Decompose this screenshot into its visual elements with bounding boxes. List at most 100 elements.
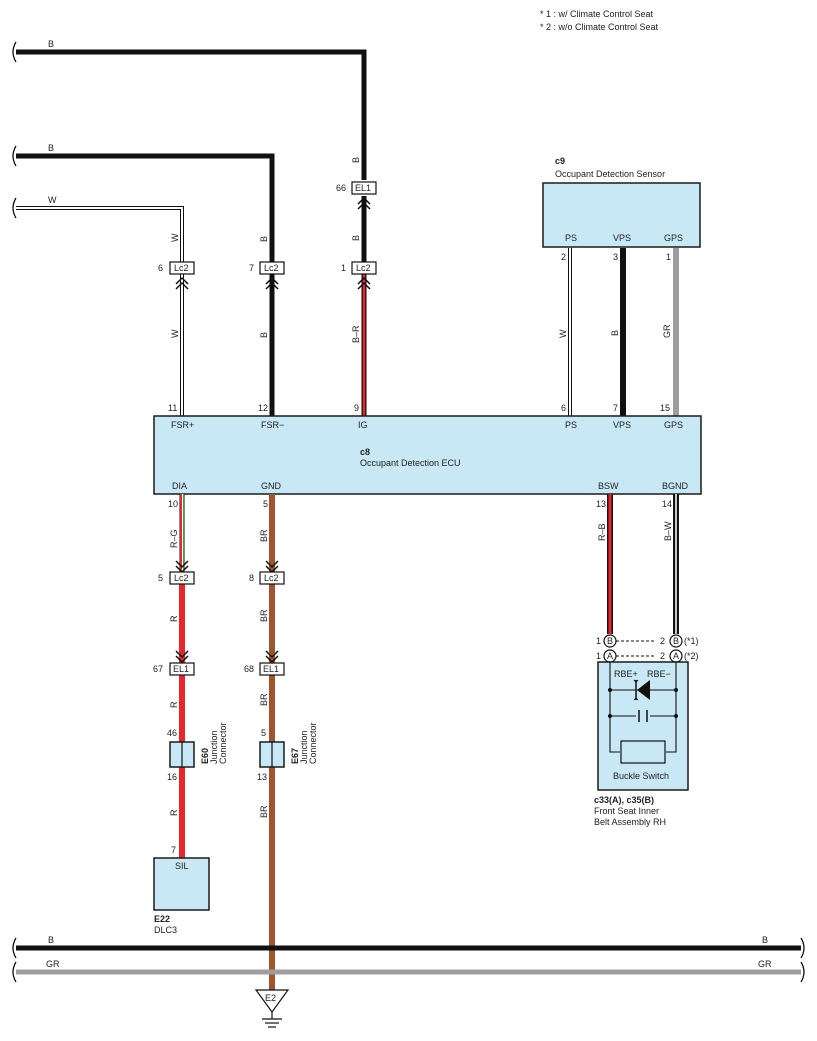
lc2-6-pin: 6	[158, 263, 163, 273]
bus-gr-bottom-left-label: GR	[46, 959, 60, 969]
bus-b-1-curl	[12, 41, 17, 63]
ecu-pin-bgnd-num: 14	[662, 499, 672, 509]
wire-label-dia-1: R–G	[169, 529, 179, 548]
bus-w-label: W	[48, 195, 57, 205]
bus-w-curl	[12, 197, 17, 219]
el1-66-pin: 66	[336, 183, 346, 193]
ecu-name: Occupant Detection ECU	[360, 458, 461, 468]
el1-66-label: EL1	[355, 183, 371, 193]
sensor-code: c9	[555, 156, 565, 166]
lc2-6-label: Lc2	[174, 263, 189, 273]
buckle-conn-b-right	[669, 634, 683, 648]
ecu-pin-gps-num: 15	[660, 403, 670, 413]
wire-label-ps: W	[558, 329, 568, 338]
lc2-5-pin: 5	[158, 573, 163, 583]
sensor-pin-ps-num: 2	[561, 252, 566, 262]
bus-b-1-label: B	[48, 39, 54, 49]
sensor-pin-gps-label: GPS	[664, 233, 683, 243]
ecu-pin-gnd-num: 5	[263, 499, 268, 509]
ecu-pin-gps-label: GPS	[664, 420, 683, 430]
wire-label-gnd-3: BR	[259, 693, 269, 706]
buckle-row-a-left-num: 1	[596, 651, 601, 661]
ecu-pin-fsr-plus-label: FSR+	[171, 420, 194, 430]
bus-b-bottom-left-label: B	[48, 935, 54, 945]
buckle-switch-assembly	[597, 661, 689, 791]
wire-label-dia-2: R	[169, 615, 179, 622]
sensor-pin-vps-label: VPS	[613, 233, 631, 243]
buckle-row-b-right-num: 2	[660, 636, 665, 646]
e60-pin-bottom: 16	[167, 772, 177, 782]
wire-label-ig-lower: B–R	[351, 325, 361, 343]
ecu-pin-bgnd-label: BGND	[662, 481, 689, 491]
e67-code: E67	[290, 748, 300, 764]
ecu-pin-dia-label: DIA	[172, 481, 187, 491]
lc2-5-label: Lc2	[174, 573, 189, 583]
buckle-row-a-note: (*2)	[684, 651, 699, 661]
wire-bus-w	[16, 206, 184, 262]
ecu-pin-ps-label: PS	[565, 420, 577, 430]
buckle-row-a-right-num: 2	[660, 651, 665, 661]
connector-lc2-1	[351, 261, 377, 275]
buckle-code: c33(A), c35(B)	[594, 795, 654, 805]
bus-b-bottom-right-label: B	[762, 935, 768, 945]
connector-lc2-5	[169, 571, 195, 585]
wire-label-b-lower: B	[259, 332, 269, 338]
wire-label-gnd-2: BR	[259, 609, 269, 622]
e60-pin-top: 46	[167, 728, 177, 738]
note-2: * 2 : w/o Climate Control Seat	[540, 22, 659, 32]
ecu-pin-vps-num: 7	[613, 403, 618, 413]
ecu-pin-bsw-label: BSW	[598, 481, 619, 491]
ecu-pin-gnd-label: GND	[261, 481, 282, 491]
e60-name-2: Connector	[218, 722, 228, 764]
e67-pin-bottom: 13	[257, 772, 267, 782]
el1-67-pin: 67	[153, 664, 163, 674]
el1-67-label: EL1	[173, 664, 189, 674]
ecu-code: c8	[360, 447, 370, 457]
note-1: * 1 : w/ Climate Control Seat	[540, 9, 654, 19]
bus-b-2-curl	[12, 145, 17, 167]
dlc3-pin-label: SIL	[175, 861, 189, 871]
dlc3-code: E22	[154, 914, 170, 924]
buckle-name-1: Front Seat Inner	[594, 806, 659, 816]
ecu-pin-ps-num: 6	[561, 403, 566, 413]
sensor-pin-ps-label: PS	[565, 233, 577, 243]
wire-label-b-upper: B	[259, 236, 269, 242]
ground-label: E2	[265, 993, 276, 1003]
dlc3-pin: 7	[171, 845, 176, 855]
wire-label-dia-3: R	[169, 701, 179, 708]
wire-label-w-lower: W	[170, 329, 180, 338]
connector-el1-67	[169, 662, 195, 676]
occupant-detection-ecu	[153, 415, 702, 495]
wire-bus-b-1	[16, 49, 367, 180]
wire-label-vps: B	[610, 330, 620, 336]
lc2-8-label: Lc2	[264, 573, 279, 583]
connector-lc2-7	[259, 261, 285, 275]
connector-lc2-6	[169, 261, 195, 275]
bus-b-2-label: B	[48, 143, 54, 153]
e67-name-1: Junction	[299, 730, 309, 764]
wire-label-bsw: R–B	[597, 523, 607, 541]
diode-icon	[637, 680, 650, 700]
e60-code: E60	[200, 748, 210, 764]
bus-gr-bottom-right-label: GR	[758, 959, 772, 969]
wire-label-gps: GR	[662, 324, 672, 338]
wire-label-gnd-1: BR	[259, 529, 269, 542]
buckle-conn-b-right-letter: B	[673, 636, 679, 646]
buckle-name-2: Belt Assembly RH	[594, 817, 666, 827]
dlc3-name: DLC3	[154, 925, 177, 935]
sensor-pin-vps-num: 3	[613, 252, 618, 262]
ground-e2	[254, 989, 290, 1014]
connector-lc2-8	[259, 571, 285, 585]
dlc3-connector	[153, 857, 210, 911]
sensor-pin-gps-num: 1	[666, 252, 671, 262]
e67-name-2: Connector	[308, 722, 318, 764]
connector-el1-68	[259, 662, 285, 676]
ecu-pin-fsr-plus-num: 11	[168, 403, 177, 413]
wire-label-w-upper: W	[170, 233, 180, 242]
e60-name-1: Junction	[209, 730, 219, 764]
sensor-name: Occupant Detection Sensor	[555, 169, 665, 179]
occupant-detection-sensor	[542, 182, 701, 248]
el1-68-pin: 68	[244, 664, 254, 674]
el1-68-label: EL1	[263, 664, 279, 674]
